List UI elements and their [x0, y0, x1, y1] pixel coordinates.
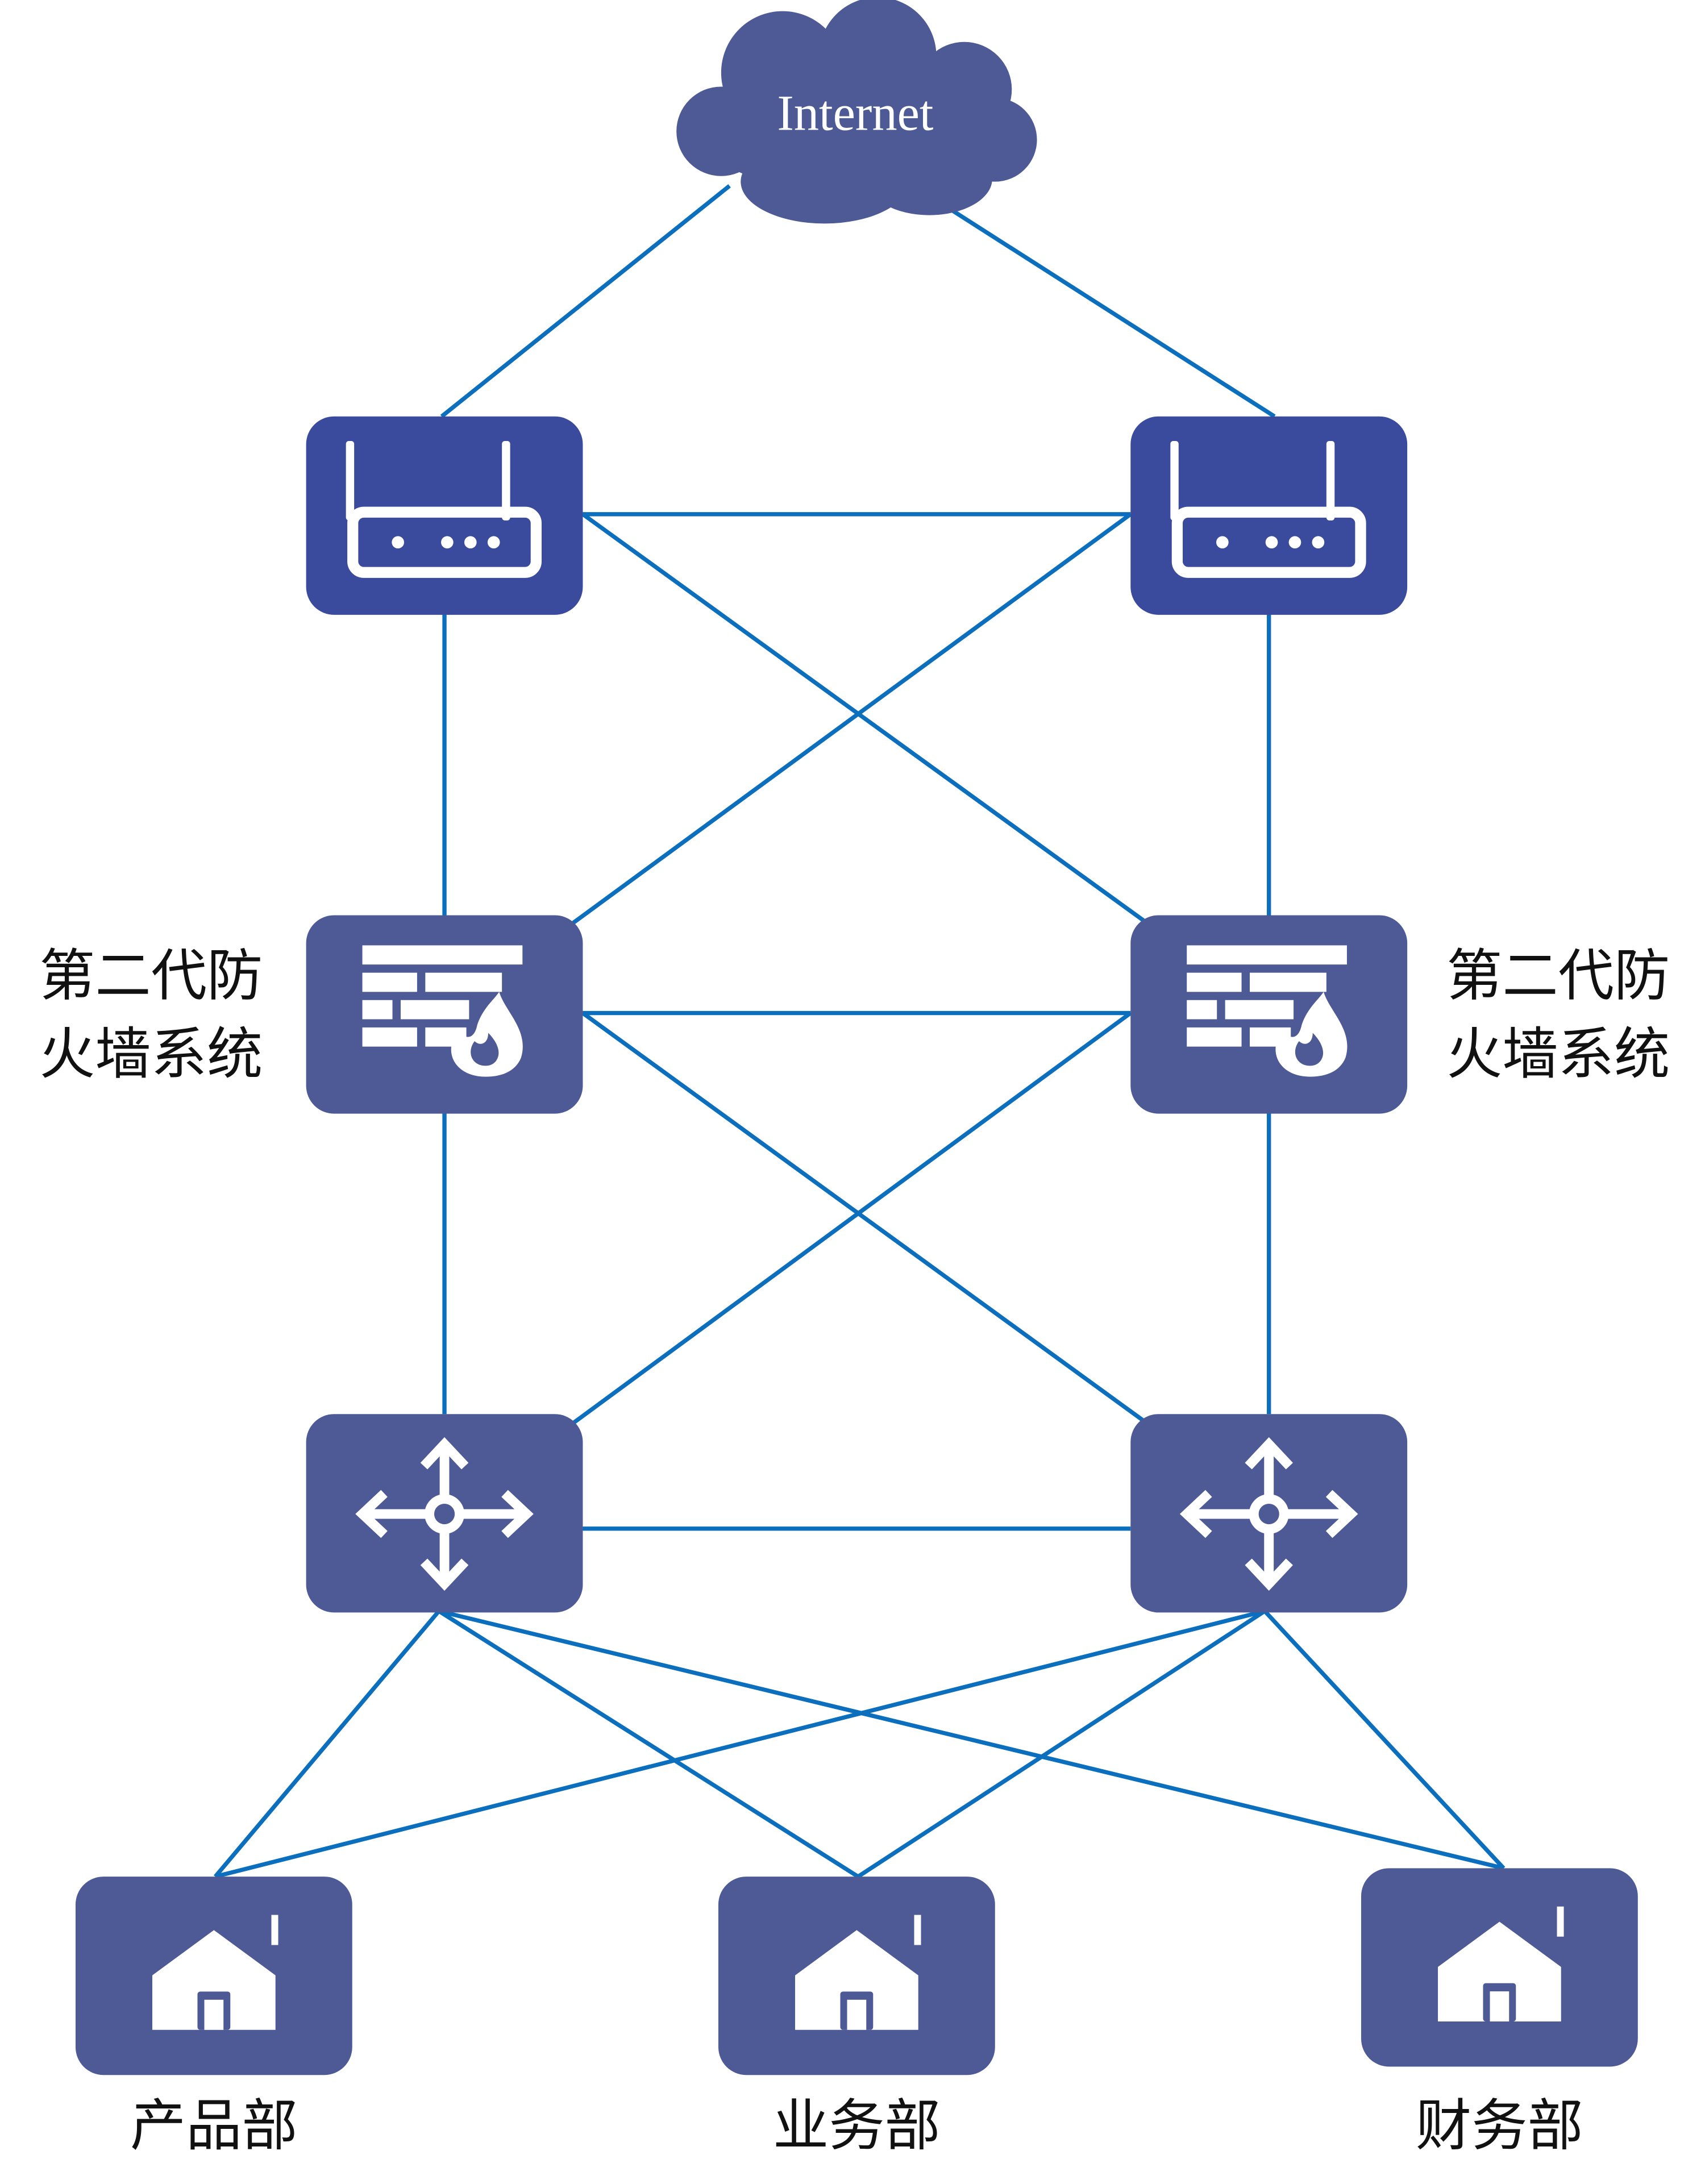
- dept-business: 业务部: [718, 1877, 995, 2158]
- internet-cloud: Internet: [676, 0, 1037, 224]
- internet-label: Internet: [777, 86, 934, 142]
- links: [213, 184, 1506, 1879]
- firewall-left-label-line1: 第二代防: [39, 944, 263, 1009]
- cloud-icon: [676, 0, 1037, 224]
- switch-right: [1130, 1414, 1408, 1613]
- link-firewall-right-switch-left: [569, 1011, 1132, 1427]
- firewall-right: [1130, 915, 1408, 1114]
- link-router-left-firewall-right: [581, 512, 1147, 924]
- dept-product-label: 产品部: [130, 2094, 298, 2158]
- link-firewall-left-switch-right: [581, 1011, 1147, 1424]
- link-router-right-firewall-left: [569, 512, 1132, 927]
- link-switch-left-dept-business: [438, 1609, 859, 1879]
- link-switch-right-dept-product: [214, 1609, 1266, 1879]
- link-switch-right-dept-business: [856, 1609, 1266, 1879]
- firewall-left: [306, 915, 583, 1114]
- link-switch-left-dept-finance: [438, 1609, 1504, 1870]
- firewall-left-label-line2: 火墙系统: [39, 1022, 263, 1087]
- link-switch-left-dept-product: [213, 1609, 441, 1878]
- dept-finance-label: 财务部: [1416, 2094, 1583, 2158]
- router-right: [1130, 416, 1408, 615]
- dept-business-label: 业务部: [773, 2094, 941, 2158]
- dept-finance: 财务部: [1361, 1868, 1638, 2158]
- dept-product: 产品部: [75, 1877, 352, 2158]
- firewall-right-label-line1: 第二代防: [1446, 944, 1670, 1009]
- firewall-right-label-line2: 火墙系统: [1446, 1022, 1670, 1087]
- link-switch-right-dept-finance: [1263, 1609, 1506, 1870]
- router-left: [306, 416, 583, 615]
- switch-left: [306, 1414, 583, 1613]
- link-internet-router-left: [440, 184, 731, 418]
- link-internet-router-right: [952, 209, 1276, 418]
